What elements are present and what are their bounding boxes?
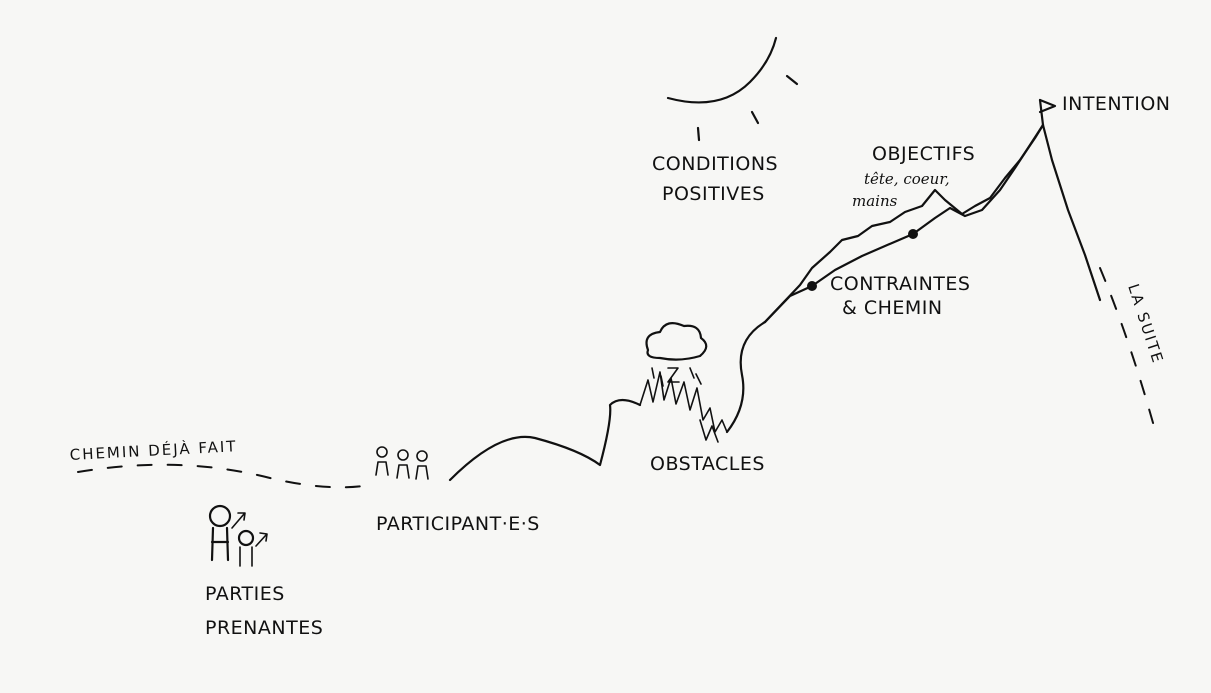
label-conditions-line2: POSITIVES	[662, 183, 765, 205]
label-contraintes-line1: CONTRAINTES	[830, 273, 970, 295]
label-intention: INTENTION	[1062, 93, 1171, 115]
path-next	[1099, 267, 1156, 431]
label-objectifs: OBJECTIFS	[872, 143, 975, 165]
sun-icon	[666, 36, 799, 142]
path-already-done	[77, 463, 371, 489]
obstacle-spikes	[639, 371, 728, 443]
flag-icon	[1038, 98, 1057, 127]
label-la-suite: LA SUITE	[1124, 282, 1167, 367]
milestone-dot-objectifs	[908, 229, 918, 239]
storm-cloud-icon	[645, 321, 708, 387]
label-conditions-line1: CONDITIONS	[652, 153, 778, 175]
label-contraintes-line2: & CHEMIN	[842, 297, 943, 319]
stakeholders-icon	[208, 504, 268, 567]
label-chemin-deja-fait: CHEMIN DÉJÀ FAIT	[69, 436, 238, 464]
label-participants: PARTICIPANT·E·S	[376, 513, 540, 535]
label-parties-line1: PARTIES	[205, 583, 285, 605]
label-obstacles: OBSTACLES	[650, 453, 765, 475]
label-parties-line2: PRENANTES	[205, 617, 323, 639]
climb-path	[725, 320, 767, 434]
participants-icon	[375, 446, 429, 480]
mountain	[763, 123, 1102, 324]
label-objectifs-sub2: mains	[852, 192, 898, 210]
label-objectifs-sub1: tête, coeur,	[864, 170, 950, 188]
hill-path	[448, 398, 642, 482]
milestone-dot-contraintes	[807, 281, 817, 291]
